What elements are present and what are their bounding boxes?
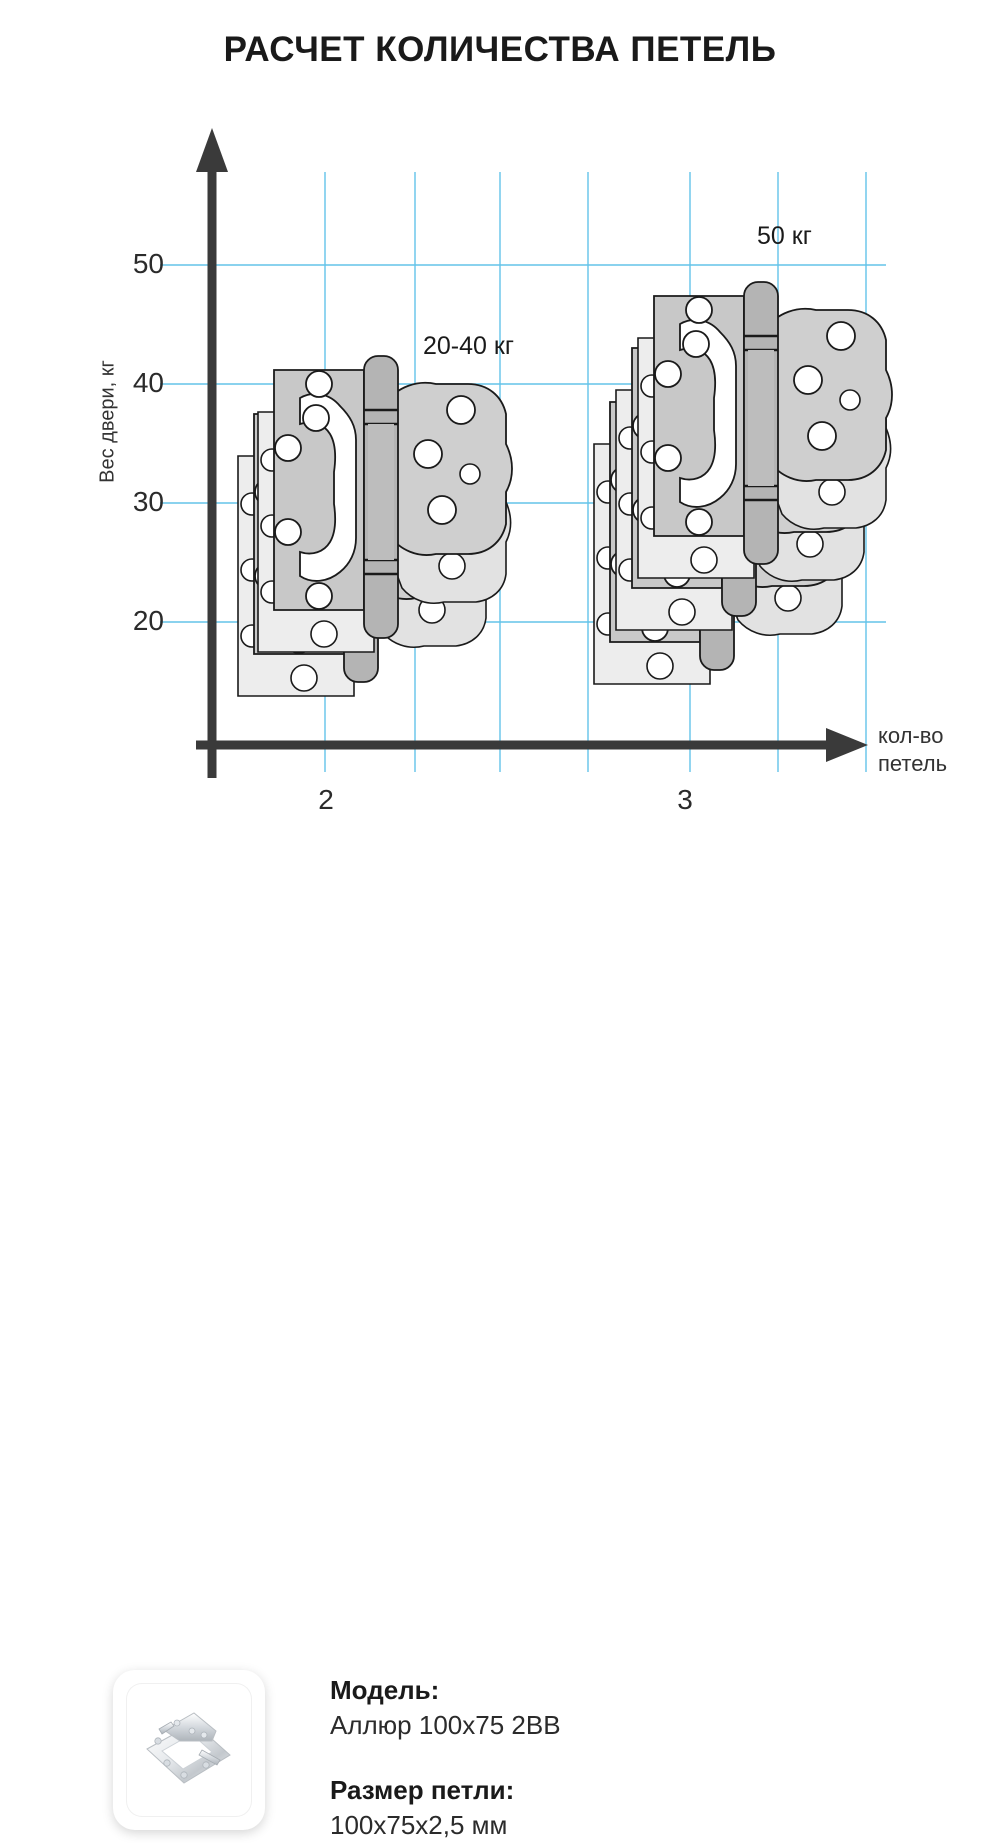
annotation-20-40kg: 20-40 кг [423, 332, 514, 360]
annotation-50kg: 50 кг [757, 222, 812, 250]
chart-svg [160, 128, 894, 778]
y-tick-20: 20 [132, 605, 164, 636]
spec-model-label: Модель: [330, 1675, 440, 1705]
product-footer: Модель: Аллюр 100х75 2ВВ Размер петли: 1… [0, 830, 1000, 1840]
spec-size-label: Размер петли: [330, 1775, 515, 1805]
x-axis-label: кол-во петель [878, 722, 998, 778]
y-tick-50: 50 [132, 248, 164, 279]
spec-size: Размер петли: 100х75х2,5 мм [330, 1773, 514, 1843]
spec-model: Модель: Аллюр 100х75 2ВВ [330, 1673, 561, 1743]
x-tick-3: 3 [677, 784, 693, 815]
y-tick-40: 40 [132, 367, 164, 398]
page-title: РАСЧЕТ КОЛИЧЕСТВА ПЕТЕЛЬ [223, 30, 777, 69]
chart-area: Вес двери, кг 50 40 30 20 2 3 кол-во пет… [0, 0, 1000, 820]
spec-model-value: Аллюр 100х75 2ВВ [330, 1710, 561, 1740]
x-axis-label-line1: кол-во [878, 723, 944, 748]
product-image-frame [126, 1683, 252, 1817]
hinge-group-3 [592, 280, 894, 686]
x-tick-2: 2 [318, 784, 334, 815]
x-axis-label-line2: петель [878, 751, 948, 776]
hinge-photo-icon [146, 1712, 231, 1784]
axes [196, 128, 868, 778]
hinge-group-2 [236, 354, 514, 698]
y-tick-30: 30 [132, 486, 164, 517]
spec-size-value: 100х75х2,5 мм [330, 1810, 508, 1840]
product-image-card [113, 1670, 265, 1830]
